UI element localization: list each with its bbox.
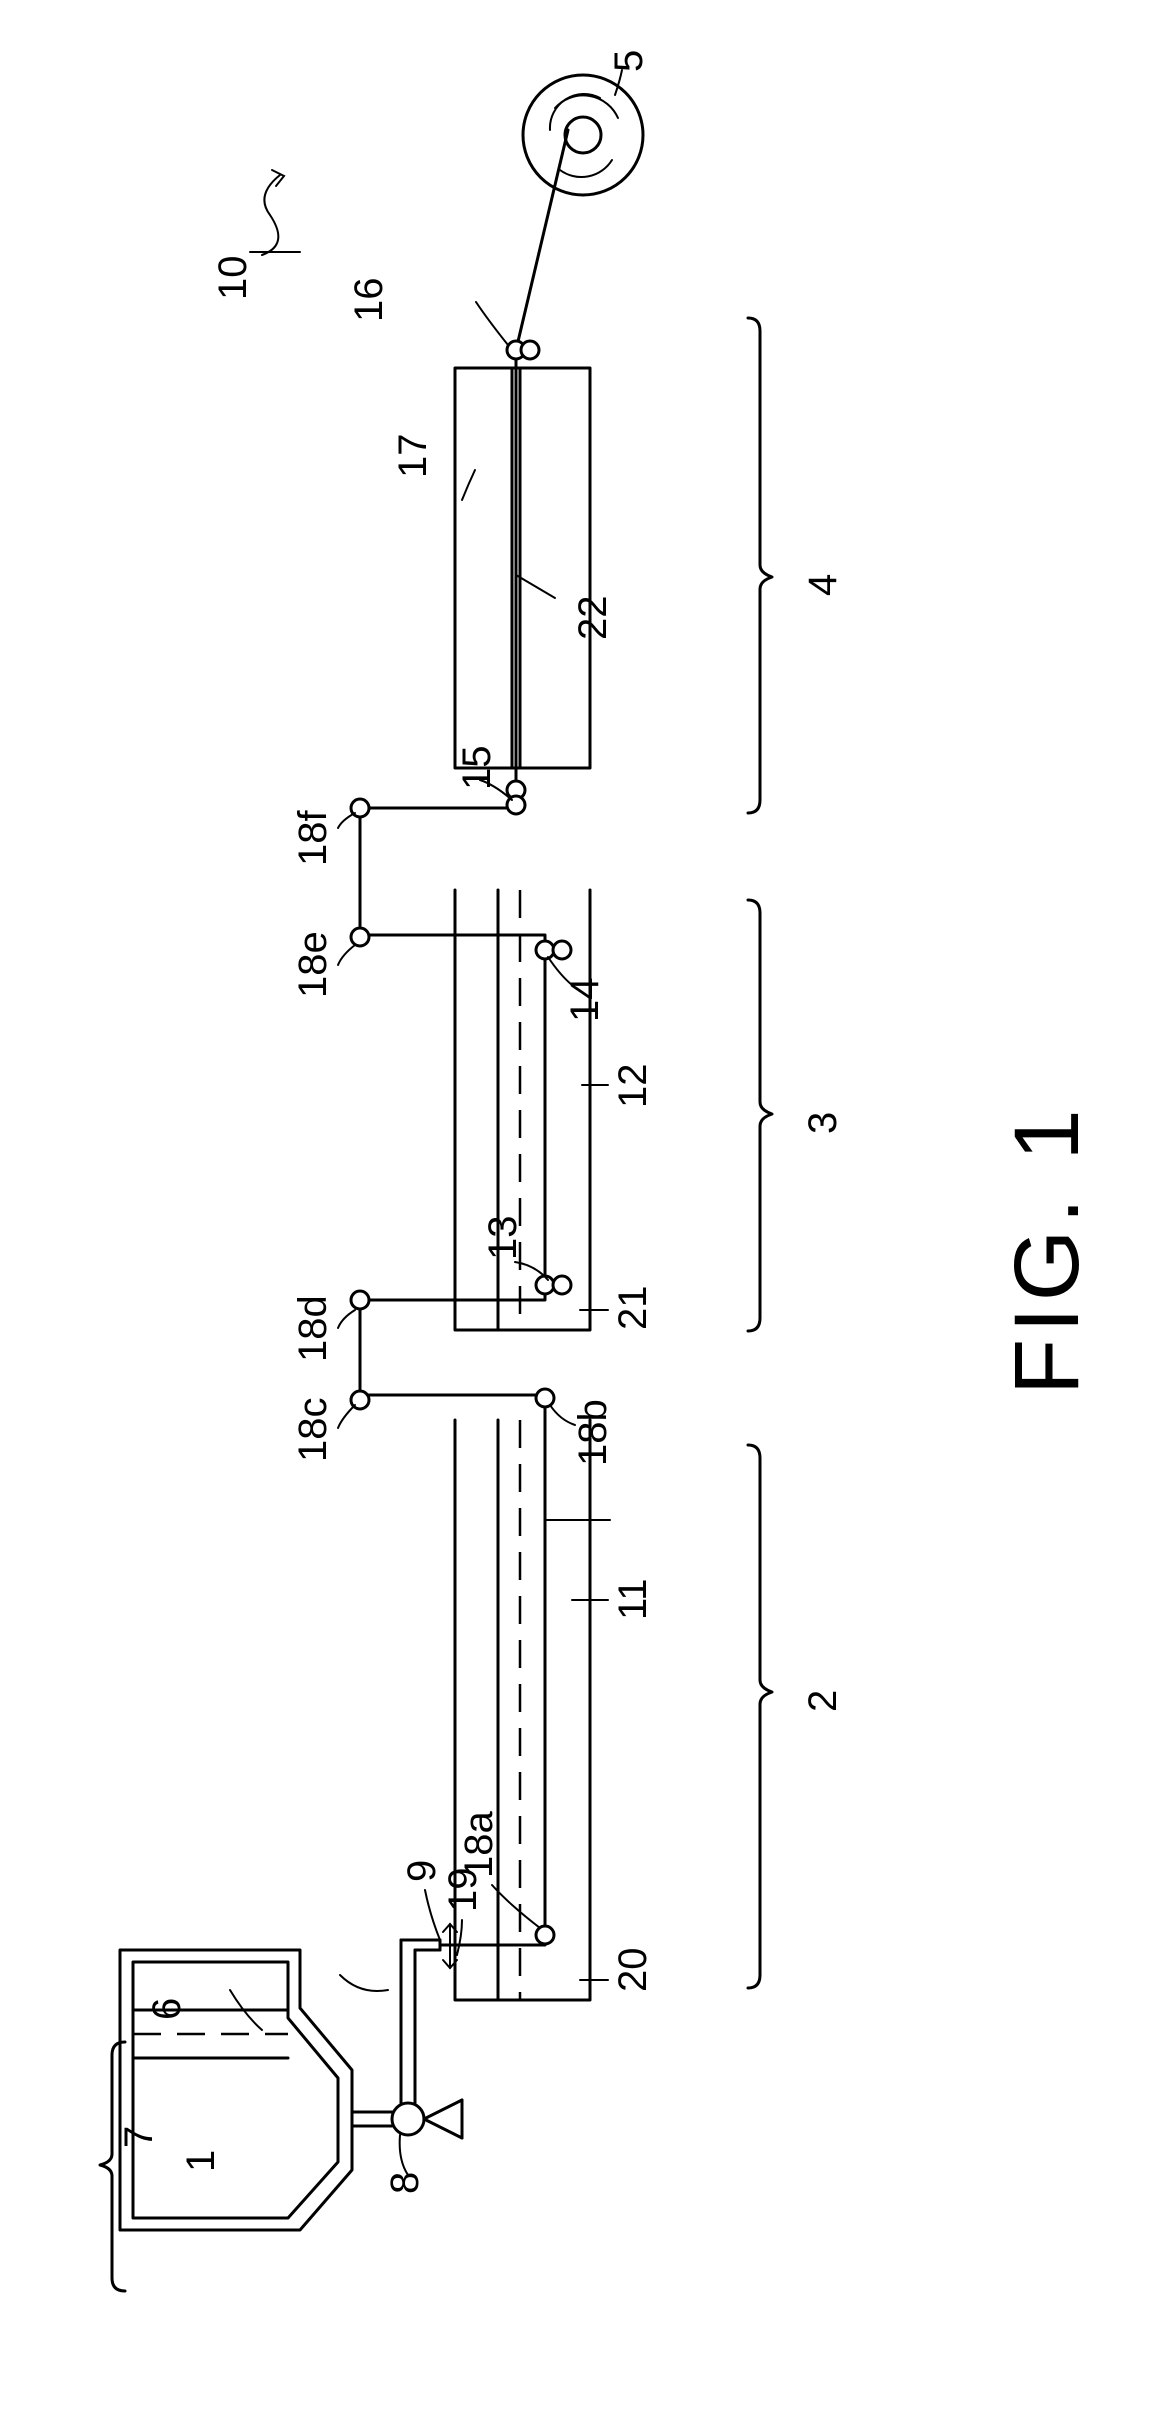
label-roller-15: 15	[455, 746, 499, 791]
label-guide-18b: 18b	[571, 1399, 615, 1466]
label-fiber-22: 22	[571, 596, 615, 641]
take-up-roll	[523, 75, 643, 195]
brace-section-4	[748, 318, 772, 813]
label-roller-13: 13	[481, 1216, 525, 1261]
guide-roller-18a	[536, 1926, 554, 1944]
feed-pipe	[401, 1940, 440, 2104]
fiber-path	[360, 130, 568, 1945]
figure-caption: FIG. 1	[996, 1103, 1098, 1395]
label-section-1: 1	[179, 2150, 223, 2172]
label-section-3: 3	[801, 1112, 845, 1134]
label-pump: 8	[383, 2172, 427, 2194]
label-bath-20: 20	[611, 1948, 655, 1993]
label-liquid: 6	[145, 1998, 189, 2020]
label-roller-14: 14	[563, 978, 607, 1023]
label-guide-18e: 18e	[291, 931, 335, 998]
label-section-4: 4	[801, 574, 845, 596]
roller-16	[507, 341, 539, 359]
brace-section-3	[748, 900, 772, 1331]
label-take-up-roll: 5	[607, 50, 651, 72]
guide-roller-18e	[351, 928, 369, 946]
label-guide-18a: 18a	[457, 1811, 501, 1878]
guide-roller-18d	[351, 1291, 369, 1309]
labels: 1 5 6 7 8 9 19 18a 20 11 18b 18c 18d 13 …	[117, 50, 1098, 2194]
label-guide-18c: 18c	[291, 1398, 335, 1463]
guide-roller-18b	[536, 1389, 554, 1407]
label-liquid-12: 12	[611, 1064, 655, 1109]
heater-17	[455, 368, 590, 768]
label-guide-18f: 18f	[291, 810, 335, 866]
roller-14	[536, 941, 571, 959]
leader-lines	[230, 70, 622, 2175]
brace-section-2	[748, 1445, 772, 1988]
label-roller-16: 16	[347, 278, 391, 323]
roller-13	[536, 1276, 571, 1294]
label-section-2: 2	[801, 1690, 845, 1712]
label-bath-21: 21	[611, 1286, 655, 1331]
label-part-17: 17	[391, 434, 435, 479]
ref-10-arrow	[250, 170, 300, 255]
label-guide-18d: 18d	[291, 1295, 335, 1362]
label-tank: 7	[117, 2126, 161, 2148]
tank	[120, 1950, 352, 2230]
label-ref-10: 10	[211, 256, 255, 301]
pump	[392, 2100, 462, 2138]
label-nozzle: 9	[400, 1860, 444, 1882]
label-liquid-11: 11	[611, 1578, 655, 1620]
tank-outlet-pipe	[352, 2112, 392, 2126]
